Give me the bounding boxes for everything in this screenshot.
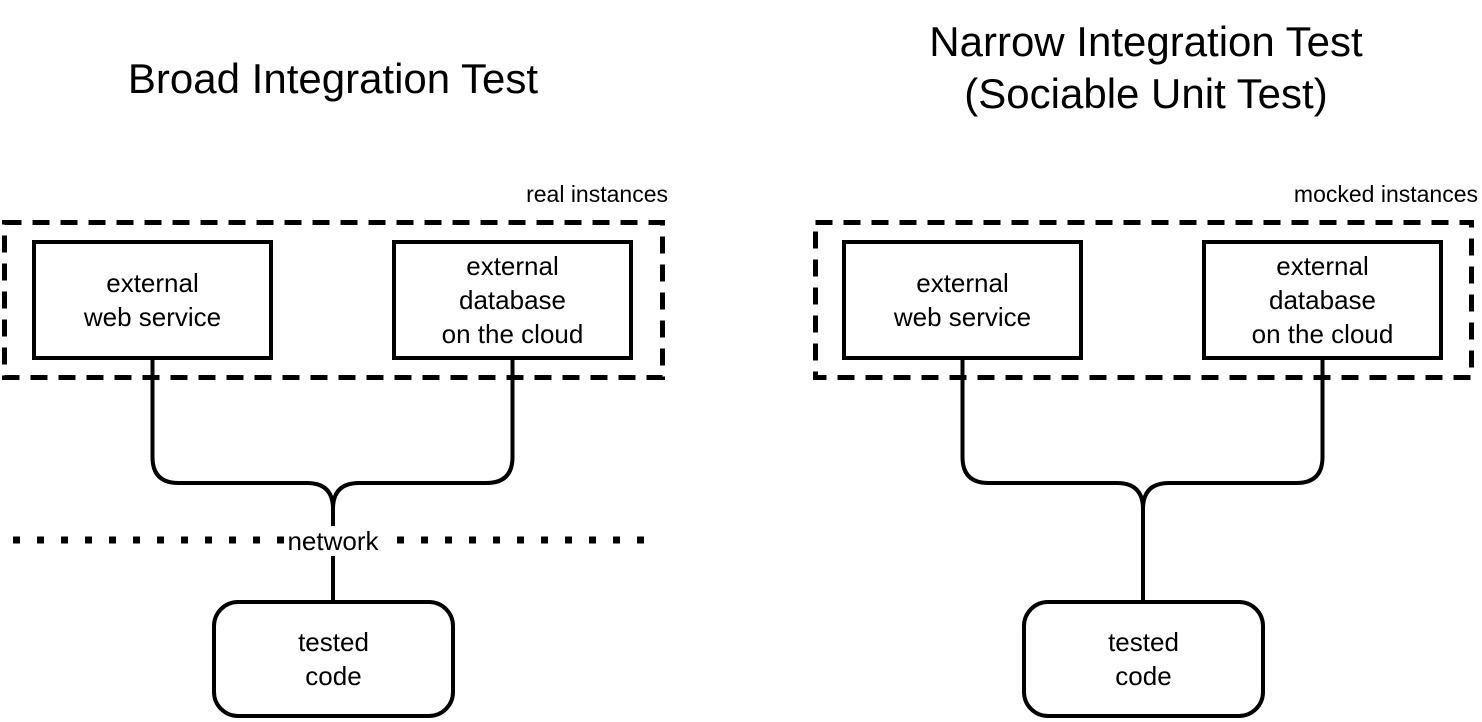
real-instances-label: real instances bbox=[526, 181, 668, 207]
broad-tested-code-box: tested code bbox=[212, 600, 455, 718]
narrow-external-database-box: external database on the cloud bbox=[1202, 240, 1443, 360]
broad-brace-left-arm bbox=[150, 356, 335, 600]
narrow-tested-code-box: tested code bbox=[1022, 600, 1265, 718]
broad-title: Broad Integration Test bbox=[127, 55, 539, 102]
narrow-external-web-service-box: external web service bbox=[842, 240, 1083, 360]
broad-external-database-box: external database on the cloud bbox=[392, 240, 633, 360]
narrow-dashed-container bbox=[813, 220, 1474, 380]
broad-external-web-service-box: external web service bbox=[32, 240, 273, 360]
narrow-brace-left-arm bbox=[960, 356, 1145, 600]
broad-dashed-container bbox=[2, 220, 665, 380]
broad-brace-right-arm bbox=[331, 356, 515, 510]
mocked-instances-label: mocked instances bbox=[1293, 181, 1478, 207]
narrow-title: Narrow Integration Test (Sociable Unit T… bbox=[929, 18, 1363, 117]
narrow-brace-right-arm bbox=[1141, 356, 1325, 510]
network-label: network bbox=[284, 526, 382, 556]
